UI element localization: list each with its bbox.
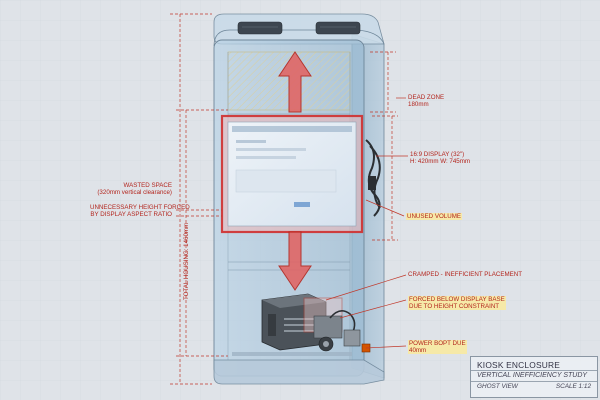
total-housing-label: TOTAL HOUSING: 1460mm: [183, 222, 190, 300]
power-bopt-line1: POWER BOPT DUE: [408, 340, 467, 348]
cramped-text: CRAMPED - INEFFICIENT PLACEMENT: [408, 271, 523, 278]
unused-volume-label: UNUSED VOLUME: [406, 213, 462, 220]
dead-zone-title: DEAD ZONE: [408, 94, 445, 101]
unused-volume-text: UNUSED VOLUME: [406, 213, 462, 220]
power-bopt-label: POWER BOPT DUE 40mm: [408, 340, 467, 355]
title-block-subtitle: VERTICAL INEFFICIENCY STUDY: [477, 372, 588, 379]
wasted-space-detail: (320mm vertical clearance): [97, 189, 172, 197]
forced-below-line2: DUE TO HEIGHT CONSTRAINT: [408, 303, 506, 311]
title-block: KIOSK ENCLOSURE VERTICAL INEFFICIENCY ST…: [470, 356, 598, 398]
title-block-view: GHOST VIEW: [477, 383, 518, 390]
forced-below-line1: FORCED BELOW DISPLAY BASE: [408, 296, 506, 304]
title-block-title: KIOSK ENCLOSURE: [477, 360, 561, 370]
unnecessary-height-label: UNNECESSARY HEIGHT FORCED BY DISPLAY ASP…: [90, 204, 190, 219]
power-bopt-line2: 40mm: [408, 347, 467, 355]
dimension-lines: [170, 13, 398, 385]
leader-lines: [325, 97, 408, 349]
dead-zone-label: DEAD ZONE 180mm: [408, 94, 444, 108]
forced-below-label: FORCED BELOW DISPLAY BASE DUE TO HEIGHT …: [408, 296, 506, 311]
unnecessary-height-line2: BY DISPLAY ASPECT RATIO: [90, 211, 172, 219]
wasted-space-title: WASTED SPACE: [123, 182, 172, 189]
wasted-space-label: WASTED SPACE (320mm vertical clearance): [94, 182, 172, 196]
arrow-down-icon: [278, 231, 312, 291]
title-block-scale: SCALE 1:12: [555, 383, 591, 390]
arrow-up-icon: [278, 51, 312, 113]
display-label: 16:9 DISPLAY (32") H: 420mm W: 745mm: [410, 151, 470, 165]
display-spec-line2: H: 420mm W: 745mm: [410, 158, 471, 166]
cramped-label: CRAMPED - INEFFICIENT PLACEMENT: [408, 271, 522, 278]
display-panel: [220, 114, 364, 234]
unnecessary-height-line1: UNNECESSARY HEIGHT FORCED: [90, 204, 190, 211]
top-vent-left: [237, 21, 283, 35]
display-spec-line1: 16:9 DISPLAY (32"): [410, 151, 465, 158]
dead-zone-value: 180mm: [408, 101, 429, 109]
printer-module: [261, 293, 327, 351]
top-vent-right: [315, 21, 361, 35]
